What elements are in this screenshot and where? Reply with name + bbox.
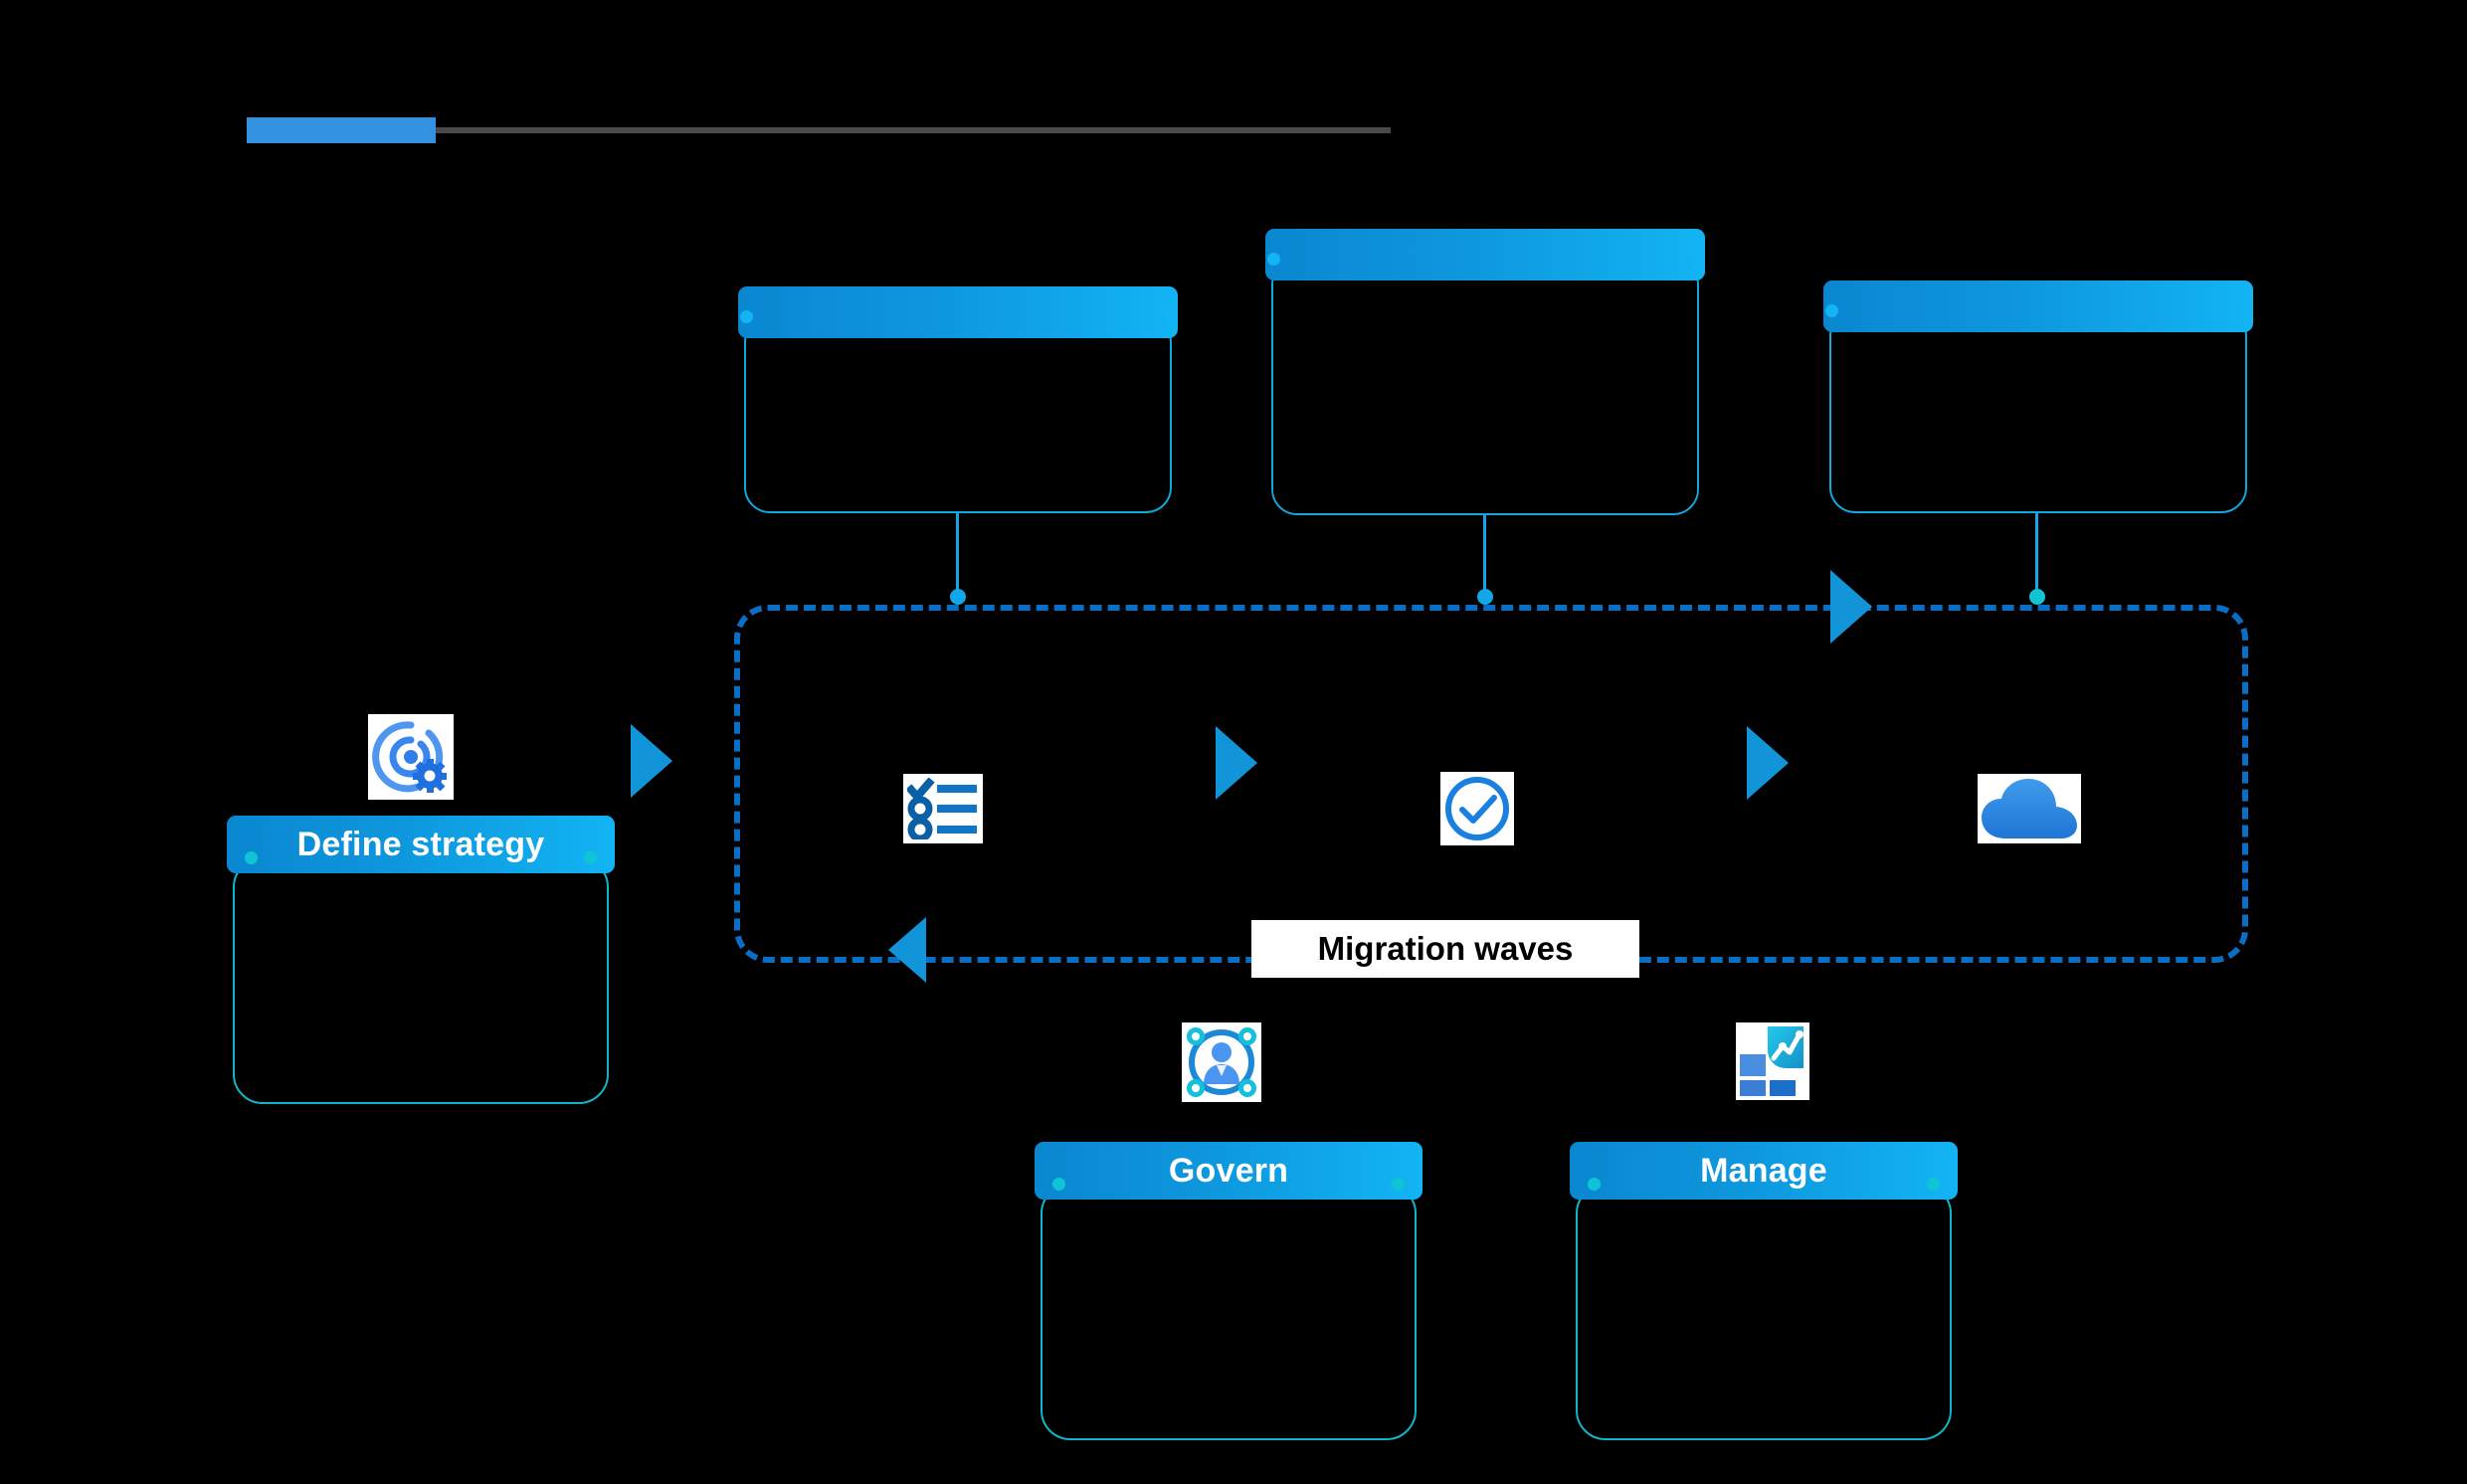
progress-indicator	[247, 117, 1391, 143]
governance-person-icon	[1182, 1022, 1261, 1102]
card-knob-right	[584, 851, 597, 864]
govern-body	[1041, 1184, 1417, 1440]
monitoring-analytics-icon	[1736, 1022, 1809, 1100]
top-card-3-body	[1829, 310, 2247, 513]
wave-flow-arrow-bottom	[888, 917, 926, 983]
manage-card[interactable]: Manage	[1570, 1142, 1958, 1440]
card-knob-right	[1690, 253, 1703, 266]
migration-waves-label: Migration waves	[1251, 920, 1639, 978]
manage-label: Manage	[1570, 1142, 1958, 1200]
top-card-3-header	[1823, 280, 2253, 332]
cloud-icon	[1978, 774, 2081, 843]
checklist-icon	[903, 774, 983, 843]
progress-fill	[247, 117, 436, 143]
card-knob-right	[1927, 1178, 1940, 1191]
connector-dot-3	[2029, 589, 2045, 605]
card-knob-left	[1267, 253, 1280, 266]
connector-dot-2	[1477, 589, 1493, 605]
top-card-2-body	[1271, 259, 1699, 515]
strategy-to-waves-arrow	[631, 724, 672, 798]
top-card-3[interactable]	[1823, 280, 2253, 513]
connector-line-2	[1483, 515, 1486, 595]
card-knob-right	[2238, 304, 2251, 317]
card-knob-left	[1825, 304, 1838, 317]
card-knob-left	[1052, 1178, 1065, 1191]
top-card-1[interactable]	[738, 286, 1178, 513]
top-card-2-header	[1265, 229, 1705, 280]
define-strategy-body	[233, 857, 609, 1104]
manage-body	[1576, 1184, 1952, 1440]
top-card-2[interactable]	[1265, 229, 1705, 515]
card-knob-right	[1392, 1178, 1405, 1191]
card-knob-right	[1163, 310, 1176, 323]
wave-flow-arrow-top	[1830, 570, 1872, 644]
connector-dot-1	[950, 589, 966, 605]
define-strategy-card[interactable]: Define strategy	[227, 816, 615, 1104]
target-gear-icon	[368, 714, 454, 800]
card-knob-left	[245, 851, 258, 864]
connector-line-1	[956, 513, 959, 595]
top-card-1-body	[744, 316, 1172, 513]
card-knob-left	[1588, 1178, 1601, 1191]
govern-card[interactable]: Govern	[1035, 1142, 1423, 1440]
wave-step-arrow-2	[1747, 726, 1789, 800]
define-strategy-label: Define strategy	[227, 816, 615, 873]
progress-track	[436, 127, 1391, 133]
wave-step-arrow-1	[1216, 726, 1257, 800]
top-card-1-header	[738, 286, 1178, 338]
check-circle-icon	[1440, 772, 1514, 845]
govern-label: Govern	[1035, 1142, 1423, 1200]
card-knob-left	[740, 310, 753, 323]
connector-line-3	[2035, 513, 2038, 595]
